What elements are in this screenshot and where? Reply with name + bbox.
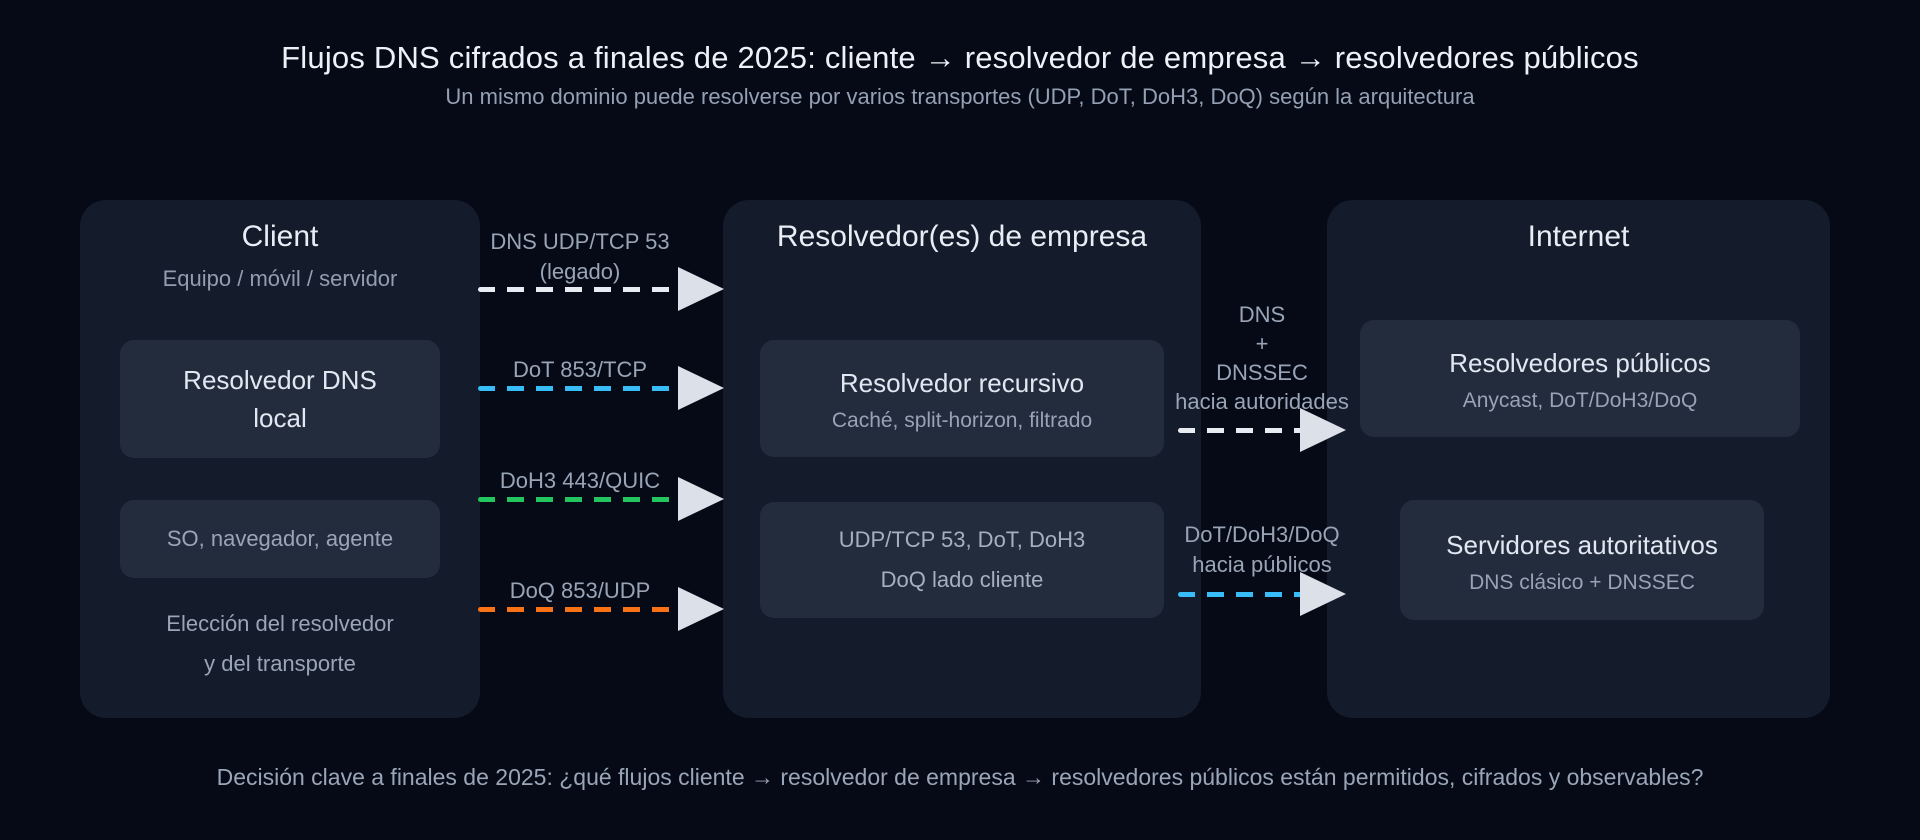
card-subtitle: Anycast, DoT/DoH3/DoQ: [1462, 389, 1698, 412]
client-column: Client Equipo / móvil / servidor Resolve…: [80, 200, 480, 718]
client-column-title: Client: [241, 220, 319, 253]
diagram-title: Flujos DNS cifrados a finales de 2025: c…: [281, 40, 1639, 75]
dashed-arrow-line: [478, 287, 680, 292]
client-column-subtitle: Equipo / móvil / servidor: [162, 266, 398, 291]
dashed-arrow-line: [478, 386, 680, 391]
public-resolvers-card: Resolvedores públicos Anycast, DoT/DoH3/…: [1360, 320, 1800, 437]
diagram-footer: Decisión clave a finales de 2025: ¿qué f…: [216, 764, 1704, 790]
arrow-head-icon: [1300, 572, 1346, 616]
arrow-label: DoT 853/TCP: [512, 357, 648, 382]
arrow-head-icon: [1300, 408, 1346, 452]
arrow-head-icon: [678, 267, 724, 311]
enterprise-column-title: Resolvedor(es) de empresa: [776, 220, 1148, 253]
enterprise-column: Resolvedor(es) de empresa Resolvedor rec…: [723, 200, 1201, 718]
card-title: Resolvedor DNS local: [183, 365, 377, 433]
card-title: Resolvedores públicos: [1449, 348, 1711, 378]
recursive-resolver-card: Resolvedor recursivo Caché, split-horizo…: [760, 340, 1164, 457]
diagram-subtitle: Un mismo dominio puede resolverse por va…: [445, 84, 1475, 109]
dashed-arrow-line: [478, 607, 680, 612]
arrow-head-icon: [678, 366, 724, 410]
card-title: SO, navegador, agente: [166, 526, 394, 551]
card-title: Resolvedor recursivo: [839, 368, 1085, 398]
arrow-label: DNS UDP/TCP 53 (legado): [490, 229, 670, 284]
internet-column-title: Internet: [1527, 220, 1630, 253]
arrow-label: DoH3 443/QUIC: [499, 468, 661, 493]
resolver-transport-note: Elección del resolvedor y del transporte: [166, 611, 394, 676]
arrow-head-icon: [678, 587, 724, 631]
card-title: UDP/TCP 53, DoT, DoH3 DoQ lado cliente: [838, 527, 1086, 592]
authoritative-servers-card: Servidores autoritativos DNS clásico + D…: [1400, 500, 1764, 620]
local-dns-resolver-card: Resolvedor DNS local: [120, 340, 440, 458]
internet-column: Internet Resolvedores públicos Anycast, …: [1327, 200, 1830, 718]
dashed-arrow-line: [1178, 592, 1302, 597]
card-title: Servidores autoritativos: [1446, 529, 1718, 560]
arrow-label: DoQ 853/UDP: [509, 578, 651, 603]
card-subtitle: Caché, split-horizon, filtrado: [831, 409, 1093, 432]
dashed-arrow-line: [1178, 428, 1302, 433]
card-subtitle: DNS clásico + DNSSEC: [1469, 570, 1695, 594]
arrow-head-icon: [678, 477, 724, 521]
arrow-label: DoT/DoH3/DoQ hacia públicos: [1184, 522, 1340, 577]
dashed-arrow-line: [478, 497, 680, 502]
client-side-protocols-card: UDP/TCP 53, DoT, DoH3 DoQ lado cliente: [760, 502, 1164, 618]
os-browser-agent-card: SO, navegador, agente: [120, 500, 440, 578]
arrow-label: DNS + DNSSEC hacia autoridades: [1175, 302, 1349, 414]
